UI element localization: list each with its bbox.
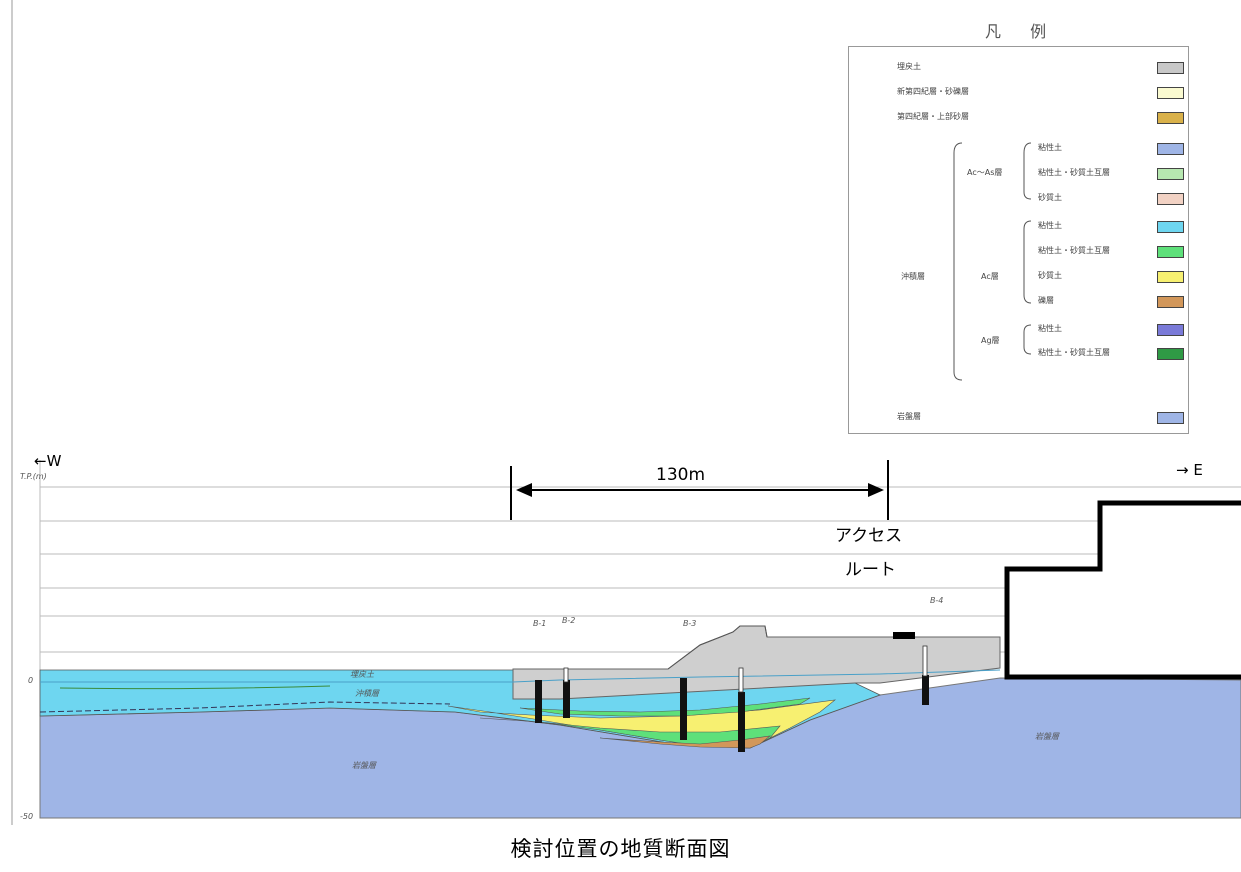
legend-brackets — [953, 142, 1032, 381]
borehole-label: B-1 — [533, 619, 547, 628]
access-route-label-line2: ルート — [845, 560, 896, 580]
elevation-bottom-label: -50 — [20, 812, 34, 821]
legend-title: 凡 例 — [985, 22, 1059, 41]
legend-swatch — [1157, 193, 1184, 205]
dimension-arrow-left — [516, 483, 532, 497]
legend-label: 粘性土・砂質土互層 — [1038, 348, 1110, 357]
legend-swatch — [1157, 221, 1184, 233]
layer-lens-orange — [599, 735, 772, 749]
elevation-zero-label: 0 — [28, 676, 34, 685]
legend-group-label: Ac～As層 — [967, 168, 1003, 177]
legend-label: 新第四紀層・砂礫層 — [897, 87, 969, 96]
borehole-top — [563, 667, 569, 683]
boundary-line — [59, 685, 331, 690]
legend-swatch — [1157, 168, 1184, 180]
legend-swatch — [1157, 143, 1184, 155]
layer-lens-green — [479, 717, 781, 749]
legend-label: 砂質土 — [1038, 271, 1062, 280]
layer-label-alluvium: 沖積層 — [355, 689, 379, 698]
layer-label-fill: 埋戻土 — [350, 670, 374, 679]
legend-label: 砂質土 — [1038, 193, 1062, 202]
legend-label: 第四紀層・上部砂層 — [897, 112, 969, 121]
east-direction-label: → E — [1176, 461, 1203, 479]
legend-label: 粘性土・砂質土互層 — [1038, 246, 1110, 255]
borehole — [922, 675, 929, 705]
legend-label: 埋戻土 — [897, 62, 921, 71]
elevation-unit-label: T.P.(m) — [20, 472, 47, 481]
legend-group-label: 沖積層 — [901, 272, 925, 281]
borehole-label: B-3 — [683, 619, 697, 628]
groundwater-line — [40, 669, 1001, 683]
west-direction-label: ←W — [34, 452, 62, 470]
legend: 埋戻土 新第四紀層・砂礫層 第四紀層・上部砂層 Ac～As層 粘性土 粘性土・砂… — [848, 46, 1189, 434]
legend-group-label: Ag層 — [981, 336, 1000, 345]
legend-swatch — [1157, 246, 1184, 258]
boundary-line — [39, 701, 451, 713]
legend-label: 粘性土 — [1038, 143, 1062, 152]
legend-group-label: Ac層 — [981, 272, 999, 281]
legend-swatch — [1157, 87, 1184, 99]
structure-outline — [1004, 500, 1241, 680]
dimension-arrow-right — [868, 483, 884, 497]
legend-label: 岩盤層 — [897, 412, 921, 421]
borehole — [563, 680, 570, 718]
legend-label: 粘性土 — [1038, 221, 1062, 230]
borehole-label: B-4 — [930, 596, 944, 605]
legend-swatch — [1157, 62, 1184, 74]
borehole-top — [738, 667, 744, 693]
fill-surface — [667, 625, 768, 670]
legend-swatch — [1157, 324, 1184, 336]
layer-label-bedrock-right: 岩盤層 — [1035, 732, 1059, 741]
layer-lens-green-2 — [519, 697, 811, 717]
boreholes — [535, 645, 929, 752]
access-route-label-line1: アクセス — [835, 526, 903, 546]
legend-label: 礫層 — [1038, 296, 1054, 305]
legend-label: 粘性土・砂質土互層 — [1038, 168, 1110, 177]
borehole-top — [922, 645, 928, 677]
legend-swatch — [1157, 112, 1184, 124]
borehole — [738, 692, 745, 752]
borehole-label: B-2 — [562, 616, 576, 625]
legend-label: 粘性土 — [1038, 324, 1062, 333]
distance-label: 130m — [656, 465, 706, 485]
borehole — [535, 680, 542, 723]
figure-caption: 検討位置の地質断面図 — [510, 837, 731, 861]
access-route-marker — [893, 632, 915, 639]
layer-label-bedrock: 岩盤層 — [352, 761, 376, 770]
legend-swatch — [1157, 348, 1184, 360]
legend-swatch — [1157, 412, 1184, 424]
borehole — [680, 678, 687, 740]
legend-swatch — [1157, 271, 1184, 283]
legend-swatch — [1157, 296, 1184, 308]
